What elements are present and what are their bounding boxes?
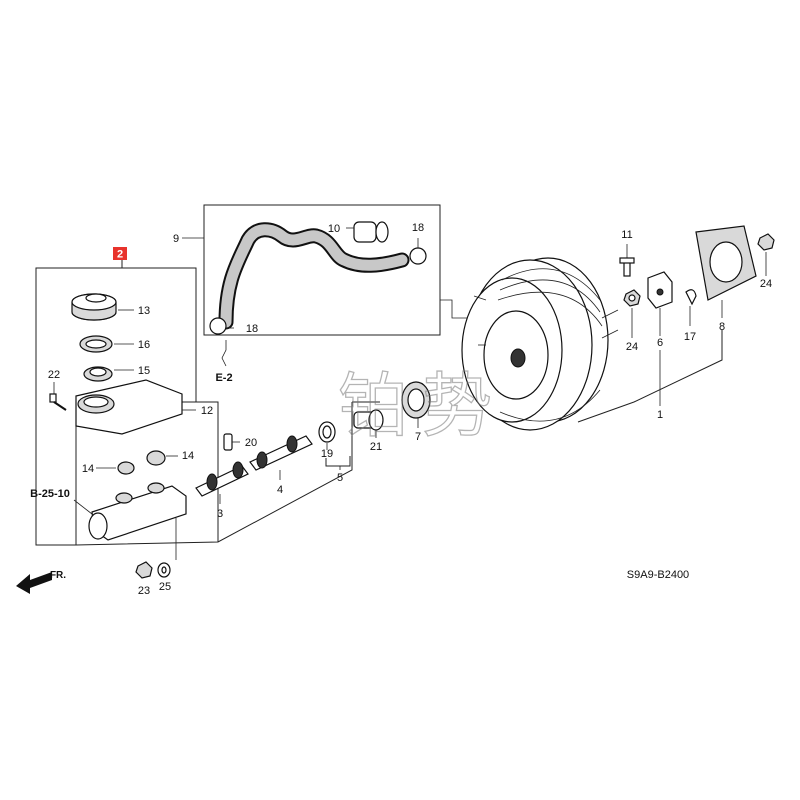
part-label-14-right: 14 bbox=[182, 450, 194, 462]
part-label-23: 23 bbox=[138, 585, 150, 597]
front-direction-arrow bbox=[16, 572, 52, 594]
part-label-18-bottom: 18 bbox=[246, 323, 258, 335]
nut-23 bbox=[135, 561, 153, 579]
part-label-22: 22 bbox=[48, 369, 60, 381]
grommet-14-left bbox=[96, 461, 135, 475]
ref-e2: E-2 bbox=[215, 372, 232, 384]
pin-17 bbox=[685, 289, 697, 326]
e2-leader bbox=[221, 340, 227, 367]
check-valve-10 bbox=[346, 221, 389, 243]
gasket-8 bbox=[695, 225, 757, 318]
part-label-4: 4 bbox=[277, 484, 283, 496]
bolt-22 bbox=[49, 382, 67, 411]
part-label-10: 10 bbox=[328, 223, 340, 235]
master-cylinder-group-box bbox=[35, 258, 219, 546]
part-label-20: 20 bbox=[245, 437, 257, 449]
part-label-6: 6 bbox=[657, 337, 663, 349]
strainer-15 bbox=[83, 366, 134, 382]
part-label-12: 12 bbox=[201, 405, 213, 417]
vacuum-hose-group-box bbox=[203, 204, 441, 336]
hose-box-leader bbox=[440, 299, 470, 319]
watermark-char-2: 势 bbox=[422, 365, 492, 447]
part-label-15: 15 bbox=[138, 365, 150, 377]
diagram-code: S9A9-B2400 bbox=[627, 569, 689, 581]
part-5-bracket bbox=[325, 456, 351, 467]
primary-piston-4 bbox=[249, 435, 313, 480]
reservoir-12 bbox=[75, 379, 196, 435]
cylinder-bottom-bracket bbox=[75, 402, 353, 546]
part-label-9: 9 bbox=[173, 233, 179, 245]
part-label-21: 21 bbox=[370, 441, 382, 453]
secondary-piston-3 bbox=[195, 461, 249, 504]
part-label-18-top: 18 bbox=[412, 222, 424, 234]
part-label-11: 11 bbox=[621, 229, 632, 241]
highlighted-part-box bbox=[113, 247, 127, 260]
part-label-7: 7 bbox=[415, 431, 421, 443]
pushrod-seal-21 bbox=[353, 409, 384, 438]
part-label-5: 5 bbox=[337, 472, 343, 484]
hose-clamp-18-bottom bbox=[209, 317, 234, 335]
master-cylinder-body bbox=[73, 482, 187, 541]
part-label-3: 3 bbox=[217, 508, 223, 520]
vacuum-hose-9 bbox=[218, 222, 410, 330]
part-label-1: 1 bbox=[657, 409, 663, 421]
part-label-14-left: 14 bbox=[82, 463, 94, 475]
booster-group-bracket bbox=[577, 330, 723, 423]
watermark-char-1: 铂 bbox=[338, 365, 408, 447]
part-label-19: 19 bbox=[321, 448, 333, 460]
part-label-16: 16 bbox=[138, 339, 150, 351]
part-label-24-right: 24 bbox=[760, 278, 772, 290]
washer-25 bbox=[157, 562, 171, 578]
ref-b-25-10: B-25-10 bbox=[30, 488, 70, 500]
master-cylinder-box-top bbox=[122, 267, 197, 402]
nut-24-left bbox=[623, 289, 641, 338]
grommet-14-right bbox=[146, 450, 178, 466]
brake-booster bbox=[461, 257, 619, 431]
pin-20 bbox=[223, 433, 240, 451]
clevis-6 bbox=[647, 271, 673, 336]
part-label-24-left: 24 bbox=[626, 341, 638, 353]
hose-clamp-18-top bbox=[409, 238, 427, 265]
nut-24-right bbox=[757, 233, 775, 276]
reservoir-cap-13 bbox=[71, 293, 134, 321]
part-label-17: 17 bbox=[684, 331, 696, 343]
o-ring-19 bbox=[318, 421, 336, 450]
filter-16 bbox=[79, 335, 134, 353]
ref-fr: FR. bbox=[50, 570, 66, 581]
part-label-25: 25 bbox=[159, 581, 171, 593]
part-label-2: 2 bbox=[117, 249, 123, 261]
part-label-13: 13 bbox=[138, 305, 150, 317]
part-label-8: 8 bbox=[719, 321, 725, 333]
bolt-11 bbox=[619, 244, 635, 277]
booster-gasket-7 bbox=[401, 381, 431, 428]
